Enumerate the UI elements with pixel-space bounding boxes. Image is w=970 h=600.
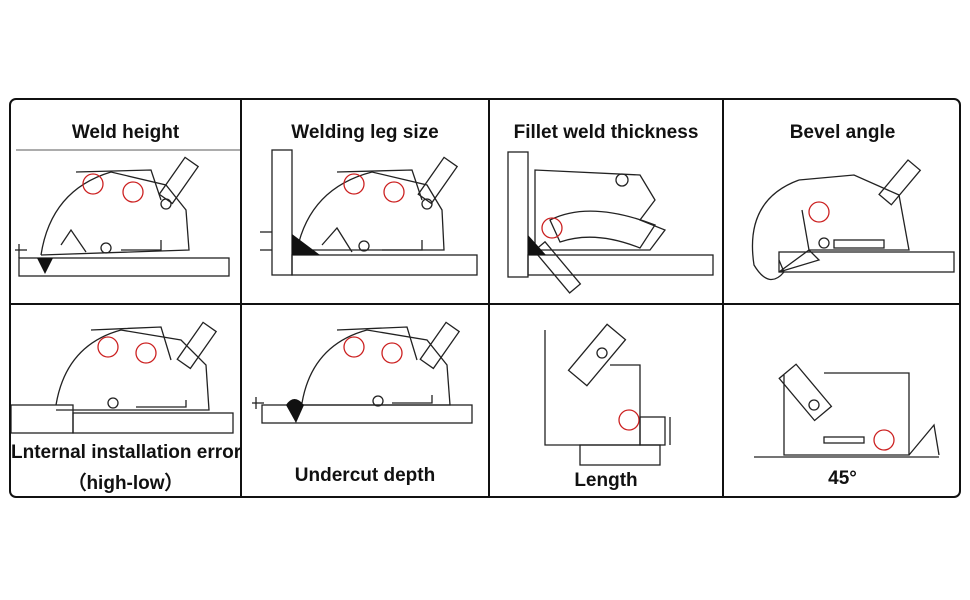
panel-welding-leg-size: Welding leg size [242,100,488,303]
panel-45-degrees: 45° [724,305,959,496]
panel-subtitle: （high-low） [67,473,184,494]
panel-title: 45° [828,468,857,489]
length-illustration [544,323,671,466]
panel-title: Length [574,470,638,491]
divider [488,100,490,496]
weld-height-illustration [15,149,240,277]
panel-length: Length [490,305,722,496]
panel-undercut-depth: Undercut depth [242,305,488,496]
panel-weld-height: Weld height [11,100,240,303]
divider [240,100,242,496]
gauge-usage-grid: Weld height Welding leg size [9,98,961,498]
panel-fillet-weld-thickness: Fillet weld thickness [490,100,722,303]
divider [11,303,959,305]
panel-title: Weld height [71,122,180,143]
welding-leg-size-illustration [260,149,478,276]
panel-bevel-angle: Bevel angle [724,100,959,303]
fillet-weld-thickness-illustration [507,151,714,294]
divider [722,100,724,496]
panel-title: Welding leg size [291,122,439,143]
panel-title: Undercut depth [294,465,436,486]
panel-title: Lnternal installation error [11,442,242,463]
panel-title: Bevel angle [789,122,896,143]
undercut-depth-illustration [252,321,473,424]
bevel-angle-illustration [751,159,955,281]
panel-title: Fillet weld thickness [513,122,699,143]
angle-45-illustration [754,363,940,458]
panel-internal-installation-error: Lnternal installation error （high-low） [11,305,242,496]
internal-installation-error-illustration [11,321,234,434]
